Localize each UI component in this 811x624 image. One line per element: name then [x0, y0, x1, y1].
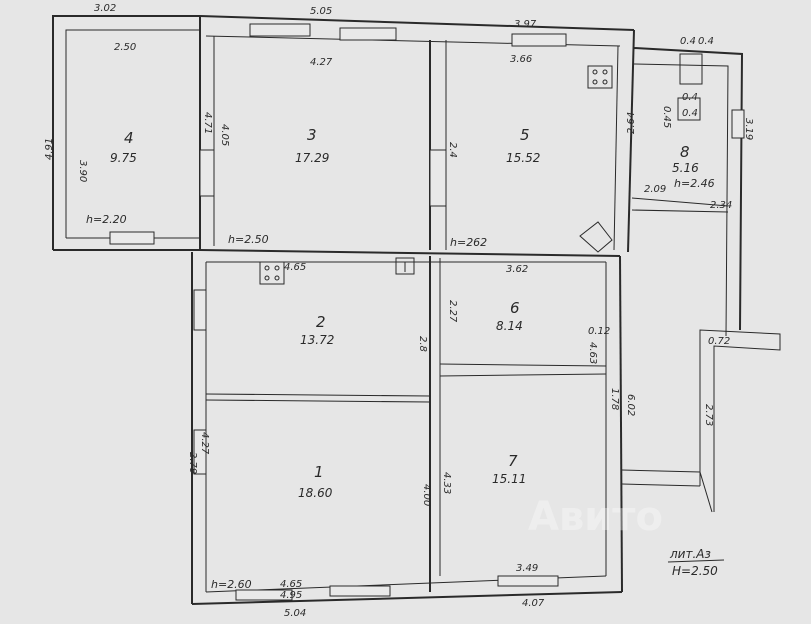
svg-text:0.4: 0.4 — [682, 92, 698, 103]
svg-text:h=2.46: h=2.46 — [674, 177, 715, 190]
door-swing — [579, 221, 613, 253]
svg-text:7: 7 — [508, 452, 518, 470]
svg-text:h=2.60: h=2.60 — [211, 578, 252, 591]
svg-text:15.52: 15.52 — [506, 151, 540, 165]
svg-text:1.78: 1.78 — [609, 388, 620, 410]
svg-text:5.04: 5.04 — [284, 608, 306, 619]
svg-text:0.12: 0.12 — [588, 326, 610, 337]
svg-text:3.97: 3.97 — [514, 19, 537, 30]
svg-text:4: 4 — [124, 129, 134, 147]
stove-fixture — [587, 65, 613, 89]
legend: лит.Аз H=2.50 — [667, 547, 725, 578]
svg-text:3.49: 3.49 — [516, 563, 538, 574]
svg-text:4.05: 4.05 — [219, 124, 230, 146]
svg-text:0.72: 0.72 — [708, 336, 730, 347]
svg-text:2: 2 — [316, 313, 326, 331]
svg-text:4.27: 4.27 — [310, 57, 333, 68]
svg-text:4.07: 4.07 — [522, 598, 545, 609]
svg-text:2.79: 2.79 — [187, 452, 198, 474]
svg-text:h=262: h=262 — [450, 236, 487, 249]
svg-text:4.63: 4.63 — [587, 342, 598, 364]
svg-text:2.4: 2.4 — [447, 142, 458, 158]
room-3-label: 3 17.29 — [295, 126, 329, 165]
svg-text:9.75: 9.75 — [110, 151, 137, 165]
svg-text:4.71: 4.71 — [202, 112, 213, 134]
svg-text:2.8: 2.8 — [417, 336, 428, 352]
room-8-label: 8 5.16 — [672, 143, 699, 175]
svg-text:4.33: 4.33 — [441, 472, 452, 494]
dimensions: 3.02 5.05 3.97 2.50 4.27 3.66 4.91 3.90 … — [44, 3, 754, 619]
svg-text:3.90: 3.90 — [77, 160, 88, 182]
room-5-label: 5 15.52 — [506, 126, 540, 165]
svg-text:2.34: 2.34 — [710, 200, 732, 211]
room-7-label: 7 15.11 — [492, 452, 526, 486]
room-4-label: 4 9.75 — [110, 129, 137, 165]
room-1-label: 1 18.60 — [298, 463, 333, 500]
svg-text:4.27: 4.27 — [199, 432, 210, 455]
svg-text:13.72: 13.72 — [300, 333, 334, 347]
svg-text:h=2.20: h=2.20 — [86, 213, 127, 226]
svg-text:18.60: 18.60 — [298, 486, 333, 500]
svg-text:H=2.50: H=2.50 — [672, 564, 718, 578]
watermark: Авито — [528, 494, 663, 540]
svg-text:0.4: 0.4 — [698, 36, 714, 47]
svg-text:4.65: 4.65 — [280, 579, 302, 590]
sink-fixture — [395, 257, 415, 275]
svg-text:6: 6 — [510, 299, 520, 317]
room-2-label: 2 13.72 — [300, 313, 334, 347]
svg-text:0.4: 0.4 — [682, 108, 698, 119]
svg-text:2.73: 2.73 — [703, 404, 714, 426]
svg-text:h=2.50: h=2.50 — [228, 233, 269, 246]
svg-text:4.65: 4.65 — [284, 262, 306, 273]
windows — [109, 23, 745, 601]
ceiling-heights: h=2.20 h=2.50 h=262 h=2.46 h=2.60 — [86, 177, 715, 591]
svg-text:0.45: 0.45 — [661, 106, 672, 128]
svg-text:3.66: 3.66 — [510, 54, 532, 65]
svg-text:5.16: 5.16 — [672, 161, 699, 175]
svg-text:3: 3 — [307, 126, 317, 144]
svg-text:2.50: 2.50 — [114, 42, 136, 53]
svg-text:4.91: 4.91 — [44, 138, 55, 160]
svg-text:4.95: 4.95 — [280, 590, 302, 601]
svg-text:1: 1 — [314, 463, 324, 481]
svg-text:5: 5 — [520, 126, 530, 144]
stove-fixture — [259, 261, 285, 285]
svg-text:8: 8 — [680, 143, 690, 161]
svg-text:3.19: 3.19 — [743, 118, 754, 140]
walls — [52, 15, 781, 605]
svg-text:8.14: 8.14 — [496, 319, 523, 333]
boiler-fixture — [677, 53, 703, 121]
svg-text:2.09: 2.09 — [644, 184, 666, 195]
svg-text:3.62: 3.62 — [506, 264, 528, 275]
svg-text:2.64: 2.64 — [626, 112, 637, 134]
svg-text:5.05: 5.05 — [310, 6, 332, 17]
svg-text:3.02: 3.02 — [94, 3, 116, 14]
room-6-label: 6 8.14 — [496, 299, 523, 333]
svg-text:17.29: 17.29 — [295, 151, 329, 165]
svg-text:6.02: 6.02 — [625, 394, 636, 416]
svg-text:2.27: 2.27 — [447, 300, 458, 323]
svg-text:15.11: 15.11 — [492, 472, 526, 486]
svg-text:лит.Аз: лит.Аз — [669, 547, 711, 561]
svg-text:0.4: 0.4 — [680, 36, 696, 47]
svg-text:4.00: 4.00 — [421, 484, 432, 506]
